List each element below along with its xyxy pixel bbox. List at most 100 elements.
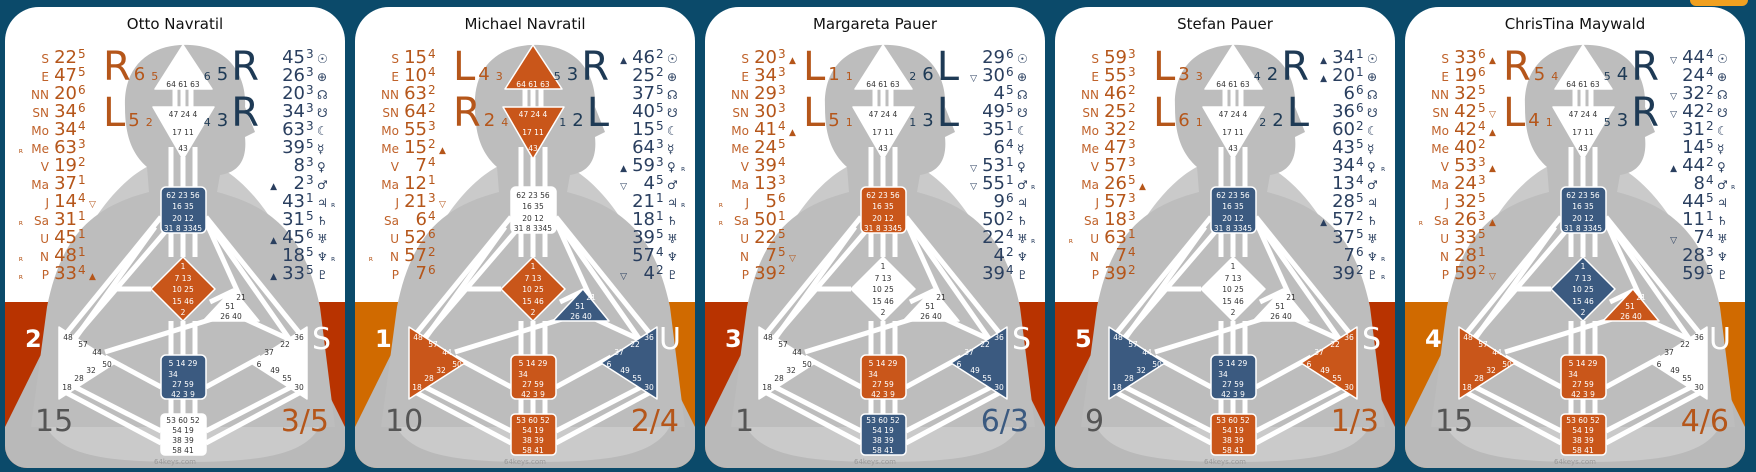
personality-planet-row[interactable]: 76♆ʀ <box>1313 246 1389 265</box>
design-planet-row[interactable]: ʀN572 <box>363 246 449 265</box>
design-planet-row[interactable]: Ma121 <box>363 174 449 193</box>
personality-planet-row[interactable]: 595♇ <box>1663 264 1739 283</box>
personality-planet-row[interactable]: 394♇ <box>963 264 1039 283</box>
personality-planet-row[interactable]: 185♆ʀ <box>263 246 339 265</box>
personality-planet-row[interactable]: ▲442♀ <box>1663 156 1739 175</box>
design-planet-row[interactable]: SN642 <box>363 102 449 121</box>
personality-planet-row[interactable]: ▽444☉ <box>1663 48 1739 67</box>
design-planet-row[interactable]: U451 <box>13 228 99 247</box>
person-chart-card[interactable]: 64 61 6347 24 417 114362 23 5616 3520 12… <box>1405 7 1745 468</box>
personality-planet-row[interactable]: ▽42♇ <box>613 264 689 283</box>
design-planet-row[interactable]: J144▽ <box>13 192 99 211</box>
personality-planet-row[interactable]: ▽422☋ <box>1663 102 1739 121</box>
design-planet-row[interactable]: E104 <box>363 66 449 85</box>
design-planet-row[interactable]: Sa64 <box>363 210 449 229</box>
design-planet-row[interactable]: Ma371 <box>13 174 99 193</box>
design-planet-row[interactable]: P592▽ <box>1413 264 1499 283</box>
design-planet-row[interactable]: Me402 <box>1413 138 1499 157</box>
design-planet-row[interactable]: Me152▲ <box>363 138 449 157</box>
design-planet-row[interactable]: E475 <box>13 66 99 85</box>
design-planet-row[interactable]: ʀSa311 <box>13 210 99 229</box>
personality-planet-row[interactable]: 602☾ <box>1313 120 1389 139</box>
design-planet-row[interactable]: E196 <box>1413 66 1499 85</box>
design-planet-row[interactable]: SN346 <box>13 102 99 121</box>
personality-planet-row[interactable]: ▽74♅ <box>1663 228 1739 247</box>
personality-planet-row[interactable]: 502♄ <box>963 210 1039 229</box>
design-planet-row[interactable]: NN206 <box>13 84 99 103</box>
personality-planet-row[interactable]: 155☾ <box>613 120 689 139</box>
personality-planet-row[interactable]: ▲462☉ <box>613 48 689 67</box>
design-planet-row[interactable]: N281 <box>1413 246 1499 265</box>
personality-planet-row[interactable]: 633☾ <box>263 120 339 139</box>
personality-planet-row[interactable]: ▽531♀ <box>963 156 1039 175</box>
personality-planet-row[interactable]: 574♆ <box>613 246 689 265</box>
design-planet-row[interactable]: J213▽ <box>363 192 449 211</box>
design-planet-row[interactable]: ʀP334▲ <box>13 264 99 283</box>
design-planet-row[interactable]: U225 <box>713 228 799 247</box>
design-planet-row[interactable]: S593 <box>1063 48 1149 67</box>
personality-planet-row[interactable]: 395♅ <box>613 228 689 247</box>
personality-planet-row[interactable]: ▽322☊ <box>1663 84 1739 103</box>
design-planet-row[interactable]: V394 <box>713 156 799 175</box>
person-chart-card[interactable]: 64 61 6347 24 417 114362 23 5616 3520 12… <box>355 7 695 468</box>
personality-planet-row[interactable]: 42♆ <box>963 246 1039 265</box>
design-planet-row[interactable]: ʀSa263▲ <box>1413 210 1499 229</box>
personality-planet-row[interactable]: 285♃ <box>1313 192 1389 211</box>
personality-planet-row[interactable]: ▲335♇ <box>263 264 339 283</box>
personality-planet-row[interactable]: 495☋ <box>963 102 1039 121</box>
design-planet-row[interactable]: P76 <box>363 264 449 283</box>
design-planet-row[interactable]: Mo424▲ <box>1413 120 1499 139</box>
personality-planet-row[interactable]: 366☋ <box>1313 102 1389 121</box>
design-planet-row[interactable]: S225 <box>13 48 99 67</box>
design-planet-row[interactable]: Me473 <box>1063 138 1149 157</box>
personality-planet-row[interactable]: ▲23♂ <box>263 174 339 193</box>
personality-planet-row[interactable]: 283♆ <box>1663 246 1739 265</box>
personality-planet-row[interactable]: 312☾ <box>1663 120 1739 139</box>
personality-planet-row[interactable]: 375☊ <box>613 84 689 103</box>
personality-planet-row[interactable]: ▲572♄ <box>1313 210 1389 229</box>
design-planet-row[interactable]: U526 <box>363 228 449 247</box>
personality-planet-row[interactable]: 431♃ʀ <box>263 192 339 211</box>
design-planet-row[interactable]: P392 <box>1063 264 1149 283</box>
design-planet-row[interactable]: V74 <box>363 156 449 175</box>
design-planet-row[interactable]: P392 <box>713 264 799 283</box>
personality-planet-row[interactable]: ▲201⊕ <box>1313 66 1389 85</box>
personality-planet-row[interactable]: 145☿ <box>1663 138 1739 157</box>
design-planet-row[interactable]: Sa183 <box>1063 210 1149 229</box>
personality-planet-row[interactable]: 453☉ <box>263 48 339 67</box>
personality-planet-row[interactable]: 66☊ <box>1313 84 1389 103</box>
design-planet-row[interactable]: E343 <box>713 66 799 85</box>
design-planet-row[interactable]: ʀSa501 <box>713 210 799 229</box>
design-planet-row[interactable]: NN632 <box>363 84 449 103</box>
personality-planet-row[interactable]: 344♀ʀ <box>1313 156 1389 175</box>
personality-planet-row[interactable]: 111♄ <box>1663 210 1739 229</box>
design-planet-row[interactable]: N75▽ <box>713 246 799 265</box>
personality-planet-row[interactable]: ▽45♂ <box>613 174 689 193</box>
personality-planet-row[interactable]: 181♄ <box>613 210 689 229</box>
personality-planet-row[interactable]: 203☊ <box>263 84 339 103</box>
personality-planet-row[interactable]: ▽551♂ʀ <box>963 174 1039 193</box>
design-planet-row[interactable]: SN425▽ <box>1413 102 1499 121</box>
design-planet-row[interactable]: Mo322 <box>1063 120 1149 139</box>
personality-planet-row[interactable]: ▲341☉ <box>1313 48 1389 67</box>
personality-planet-row[interactable]: 375♅ <box>1313 228 1389 247</box>
design-planet-row[interactable]: SN252 <box>1063 102 1149 121</box>
design-planet-row[interactable]: NN325 <box>1413 84 1499 103</box>
design-planet-row[interactable]: Mo344 <box>13 120 99 139</box>
personality-planet-row[interactable]: ▲593♀ʀ <box>613 156 689 175</box>
personality-planet-row[interactable]: 315♄ <box>263 210 339 229</box>
personality-planet-row[interactable]: 64☿ <box>963 138 1039 157</box>
person-chart-card[interactable]: 64 61 6347 24 417 114362 23 5616 3520 12… <box>705 7 1045 468</box>
personality-planet-row[interactable]: 45☊ <box>963 84 1039 103</box>
design-planet-row[interactable]: S336▲ <box>1413 48 1499 67</box>
design-planet-row[interactable]: Ma243 <box>1413 174 1499 193</box>
personality-planet-row[interactable]: 263⊕ <box>263 66 339 85</box>
design-planet-row[interactable]: V533▲ <box>1413 156 1499 175</box>
design-planet-row[interactable]: V573 <box>1063 156 1149 175</box>
design-planet-row[interactable]: S203▲ <box>713 48 799 67</box>
design-planet-row[interactable]: Ma133 <box>713 174 799 193</box>
personality-planet-row[interactable]: 392♇ʀ <box>1313 264 1389 283</box>
design-planet-row[interactable]: U335 <box>1413 228 1499 247</box>
personality-planet-row[interactable]: 83♀ <box>263 156 339 175</box>
design-planet-row[interactable]: V192 <box>13 156 99 175</box>
